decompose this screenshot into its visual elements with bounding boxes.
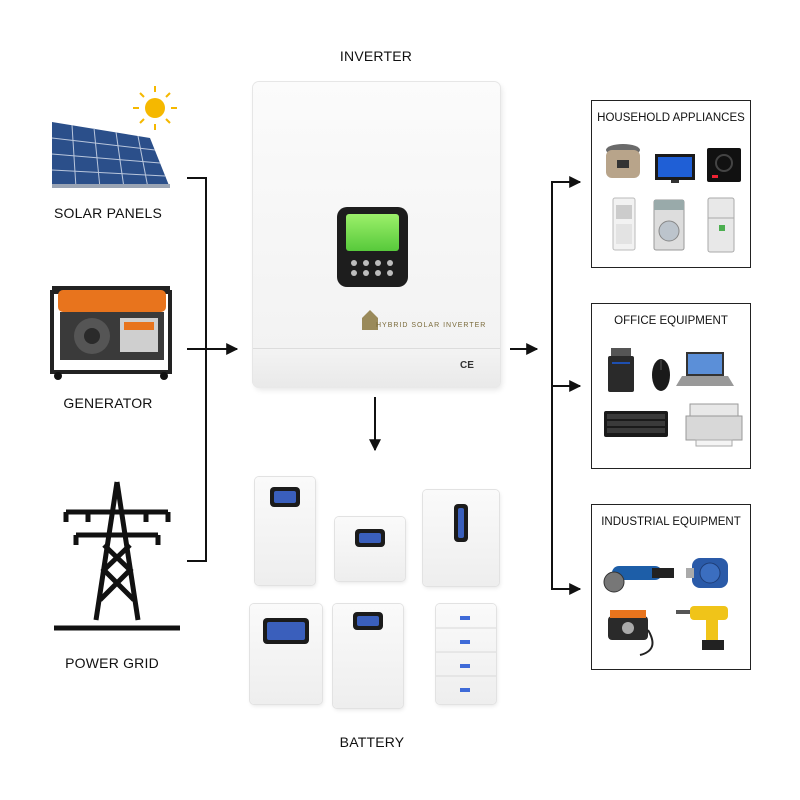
battery-unit-5 [333, 604, 403, 708]
solar-panels-label: SOLAR PANELS [54, 205, 162, 221]
battery-unit-2 [335, 517, 405, 581]
battery-label: BATTERY [339, 734, 405, 750]
industrial-equipment-box [591, 504, 751, 670]
inverter-base-band [253, 348, 500, 388]
input-bracket [187, 177, 207, 562]
inverter-brand-text: HYBRID SOLAR INVERTER [376, 322, 487, 329]
inverter-lcd-screen [346, 214, 399, 251]
office-equipment-box [591, 303, 751, 469]
household-appliances-title: HOUSEHOLD APPLIANCES [597, 112, 745, 124]
battery-unit-1 [255, 477, 315, 585]
household-appliances-box [591, 100, 751, 268]
battery-unit-3 [423, 490, 499, 586]
battery-unit-6 [436, 604, 496, 704]
power-grid-label: POWER GRID [65, 655, 159, 671]
inverter-ce-mark: CE [460, 360, 474, 371]
inverter-label: INVERTER [339, 48, 413, 64]
generator-label: GENERATOR [63, 395, 153, 411]
office-equipment-title: OFFICE EQUIPMENT [614, 315, 728, 327]
battery-unit-4 [250, 604, 322, 704]
industrial-equipment-title: INDUSTRIAL EQUIPMENT [601, 516, 741, 528]
